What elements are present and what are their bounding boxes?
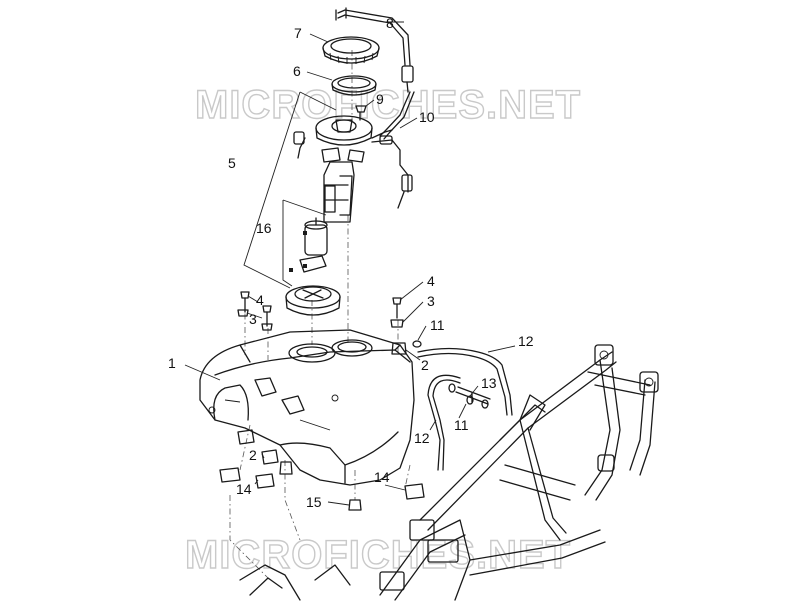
breather-pipe — [335, 7, 414, 93]
callout-13: 13 — [481, 375, 497, 391]
watermark-top: MICROFICHES.NET — [195, 83, 581, 127]
callout-3-left: 3 — [249, 311, 257, 327]
hoses-12 — [417, 347, 513, 471]
callout-2-bottom: 2 — [249, 447, 257, 463]
callout-10: 10 — [419, 109, 435, 125]
callout-labels: 8 7 6 9 10 5 16 4 3 4 3 11 12 2 1 13 11 … — [168, 15, 534, 510]
fuel-pump-motor — [282, 199, 328, 287]
callout-14-left: 14 — [236, 481, 252, 497]
rubber-mounts-14 — [219, 467, 425, 500]
group-5-bracket — [243, 91, 337, 289]
callout-14-right: 14 — [374, 469, 390, 485]
rubber-buffers-15 — [279, 461, 362, 511]
watermark-bottom: MICROFICHES.NET — [185, 533, 571, 577]
callout-1: 1 — [168, 355, 176, 371]
rubber-grommets — [237, 342, 407, 465]
callout-8: 8 — [386, 15, 394, 31]
callout-4-right: 4 — [427, 273, 435, 289]
callout-3-right: 3 — [427, 293, 435, 309]
callout-6: 6 — [293, 63, 301, 79]
callout-9: 9 — [376, 91, 384, 107]
callout-11-bottom: 11 — [454, 417, 469, 433]
callout-12-bottom: 12 — [414, 430, 430, 446]
callout-12-top: 12 — [518, 333, 534, 349]
pipe-10 — [379, 91, 415, 145]
motorcycle-frame — [239, 344, 659, 601]
right-mounting-bolts — [390, 297, 404, 328]
callout-16: 16 — [256, 220, 272, 236]
callout-leaders — [184, 21, 516, 506]
callout-15: 15 — [306, 494, 322, 510]
callout-7: 7 — [294, 25, 302, 41]
callout-2-right: 2 — [421, 357, 429, 373]
fuel-cap — [285, 285, 341, 316]
callout-11-top: 11 — [430, 317, 445, 333]
hose-connector — [455, 386, 491, 405]
gasket — [331, 75, 377, 96]
fuel-tank — [199, 329, 415, 486]
fuel-pump-assembly — [293, 115, 413, 223]
ring-nut — [322, 36, 380, 64]
callout-4-left: 4 — [256, 292, 264, 308]
left-mounting-bolts — [237, 291, 273, 331]
callout-5: 5 — [228, 155, 236, 171]
